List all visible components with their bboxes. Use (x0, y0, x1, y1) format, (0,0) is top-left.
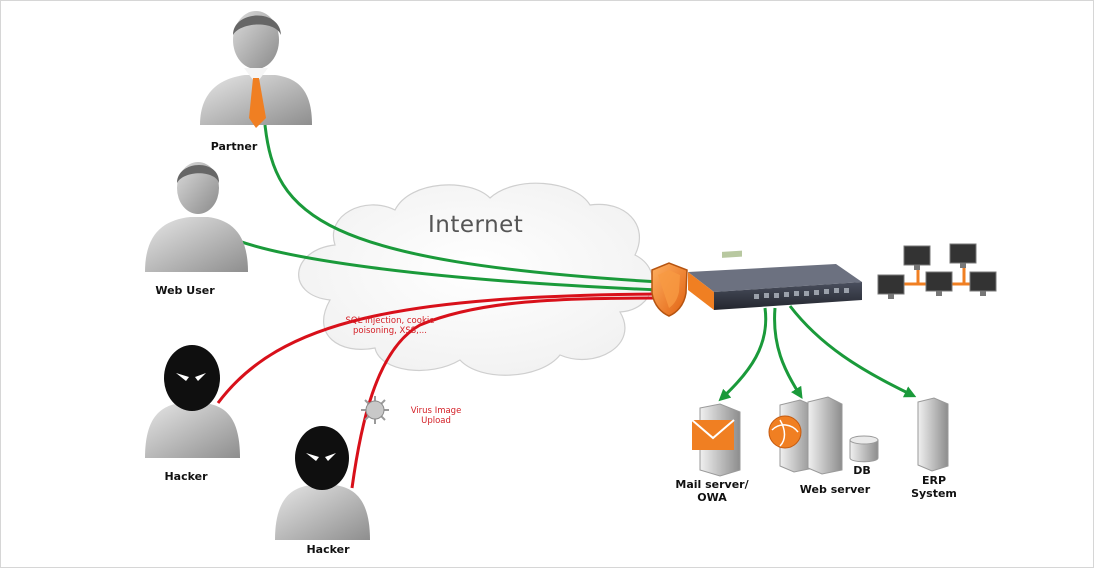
web-user-label: Web User (155, 284, 215, 297)
connection-hacker-2 (350, 296, 663, 489)
connection-hacker-1 (216, 292, 663, 404)
partner-label: Partner (210, 140, 258, 153)
shield-icon (651, 262, 688, 317)
hacker-2-label: Hacker (306, 543, 350, 556)
security-appliance-icon (688, 250, 862, 310)
virus-icon (361, 396, 389, 424)
hacker-1-label: Hacker (164, 470, 208, 483)
mail-server-label: Mail server/ OWA (675, 478, 749, 504)
hacker-2-avatar-icon (275, 426, 370, 540)
virus-upload-note: Virus Image Upload (410, 406, 462, 426)
erp-system-label: ERP System (911, 474, 957, 500)
workstations-icon (877, 243, 997, 299)
connection-web-user (225, 234, 661, 292)
arrow-to-erp (788, 305, 917, 398)
arrow-to-web (773, 307, 803, 400)
arrow-to-mail (718, 307, 768, 402)
erp-server-icon (917, 397, 949, 472)
mail-server-icon (691, 403, 741, 477)
hacker-1-avatar-icon (145, 345, 240, 458)
database-icon (849, 435, 879, 463)
sql-injection-note: SQL Injection, cookie poisoning, XSS,... (345, 316, 435, 336)
web-user-avatar-icon (145, 162, 248, 272)
internet-label: Internet (428, 212, 524, 238)
db-label: DB (853, 464, 871, 477)
connection-partner (263, 124, 661, 284)
web-server-label: Web server (799, 483, 871, 496)
web-server-icon (768, 396, 843, 475)
partner-avatar-icon (200, 11, 312, 128)
